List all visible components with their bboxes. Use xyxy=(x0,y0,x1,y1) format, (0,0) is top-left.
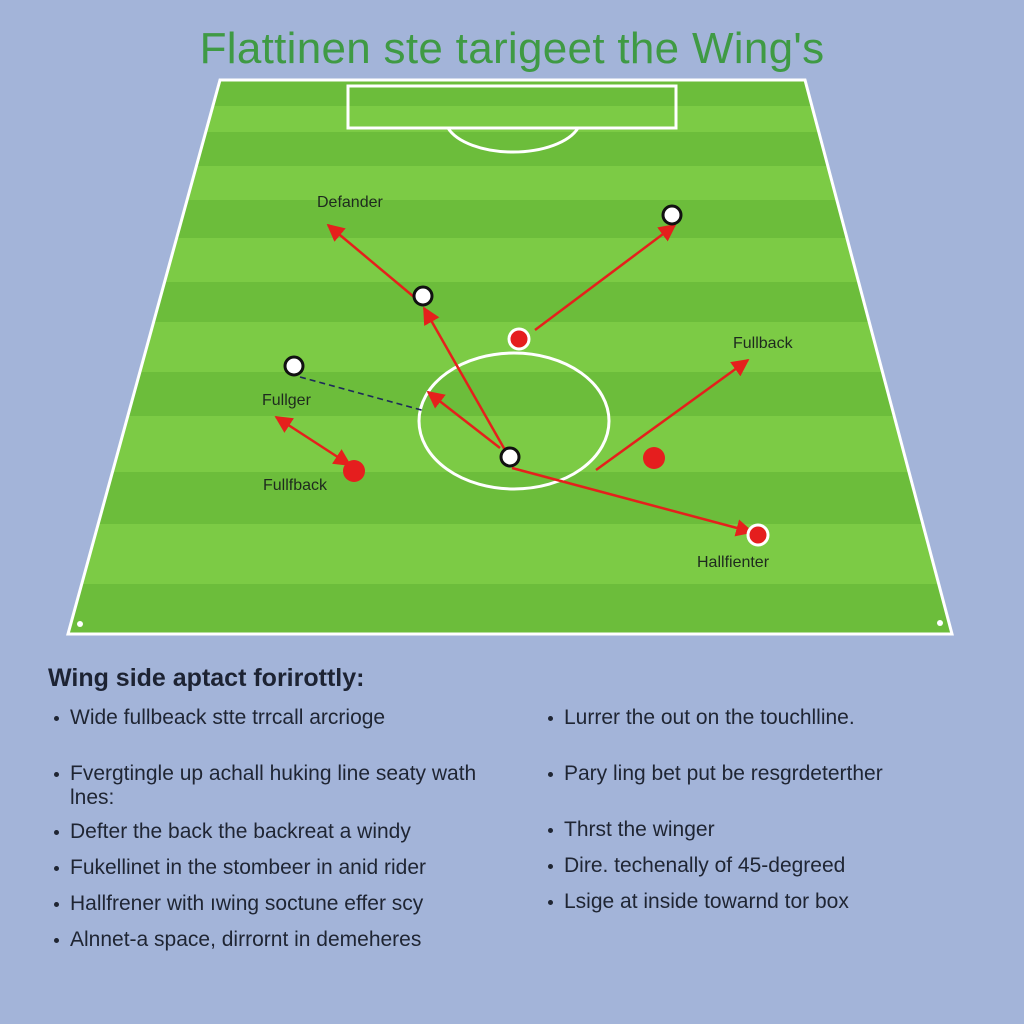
tip-right-3: Thrst the winger xyxy=(542,818,1012,842)
player-red-right xyxy=(643,447,665,469)
player-red-left xyxy=(343,460,365,482)
arrow-to-top-player xyxy=(534,223,677,331)
players xyxy=(283,204,770,547)
pass-dashed-line xyxy=(299,376,426,412)
arrow-defender-run xyxy=(326,223,421,303)
tips-right-column: Lurrer the out on the touchlline. Pary l… xyxy=(542,706,1012,926)
corner-mark-left xyxy=(77,621,83,627)
arrow-fullback-left xyxy=(274,415,352,467)
tips-heading: Wing side aptact forirottly: xyxy=(48,664,365,692)
arrow-center-to-player xyxy=(422,306,507,451)
tip-left-4: Fukellinet in the stombeer in anid rider xyxy=(48,856,518,880)
label-fullback-right: Fullback xyxy=(733,335,794,352)
pitch-markings xyxy=(66,78,954,636)
pitch-boundary xyxy=(66,78,954,636)
player-white-top xyxy=(661,204,683,226)
corner-mark-right xyxy=(937,620,943,626)
tip-right-5: Lsige at inside towarnd tor box xyxy=(542,890,1012,914)
player-red-halfcenter xyxy=(746,523,770,547)
label-halfcenter: Hallfienter xyxy=(697,554,770,571)
player-white-winger xyxy=(283,355,305,377)
player-white-center xyxy=(499,446,521,468)
movement-arrows xyxy=(274,223,754,537)
penalty-arc xyxy=(446,127,580,154)
penalty-box xyxy=(346,84,678,130)
tip-left-6: Alnnet-a space, dirrornt in demeheres xyxy=(48,928,518,952)
player-red-center xyxy=(507,327,531,351)
tip-left-2: Fvergtingle up achall huking line seaty … xyxy=(48,762,518,810)
tactics-pitch-diagram: Defander Fullback Fullger Fullfback Hall… xyxy=(66,78,954,636)
arrow-fullback-right xyxy=(595,358,750,472)
tip-left-3: Defter the back the backreat a windy xyxy=(48,820,518,844)
tip-right-4: Dire. techenally of 45-degreed xyxy=(542,854,1012,878)
page-title: Flattinen ste tarigeet the Wing's xyxy=(199,24,825,73)
tip-right-1: Lurrer the out on the touchlline. xyxy=(542,706,1012,730)
label-defender: Defander xyxy=(317,194,383,211)
player-white-defender xyxy=(412,285,434,307)
tip-right-2: Pary ling bet put be resgrdeterther xyxy=(542,762,1012,786)
tip-left-5: Hallfrener with ıwing soctune effer scy xyxy=(48,892,518,916)
tip-left-1: Wide fullbeack stte trrcall arcrioge xyxy=(48,706,518,730)
arrow-to-halfcenter xyxy=(511,466,754,537)
label-fullger: Fullger xyxy=(262,392,312,409)
tips-left-column: Wide fullbeack stte trrcall arcrioge Fve… xyxy=(48,706,518,964)
label-fullback-left: Fullfback xyxy=(263,477,328,494)
center-circle xyxy=(417,351,611,491)
arrow-center-diagonal xyxy=(426,390,501,449)
